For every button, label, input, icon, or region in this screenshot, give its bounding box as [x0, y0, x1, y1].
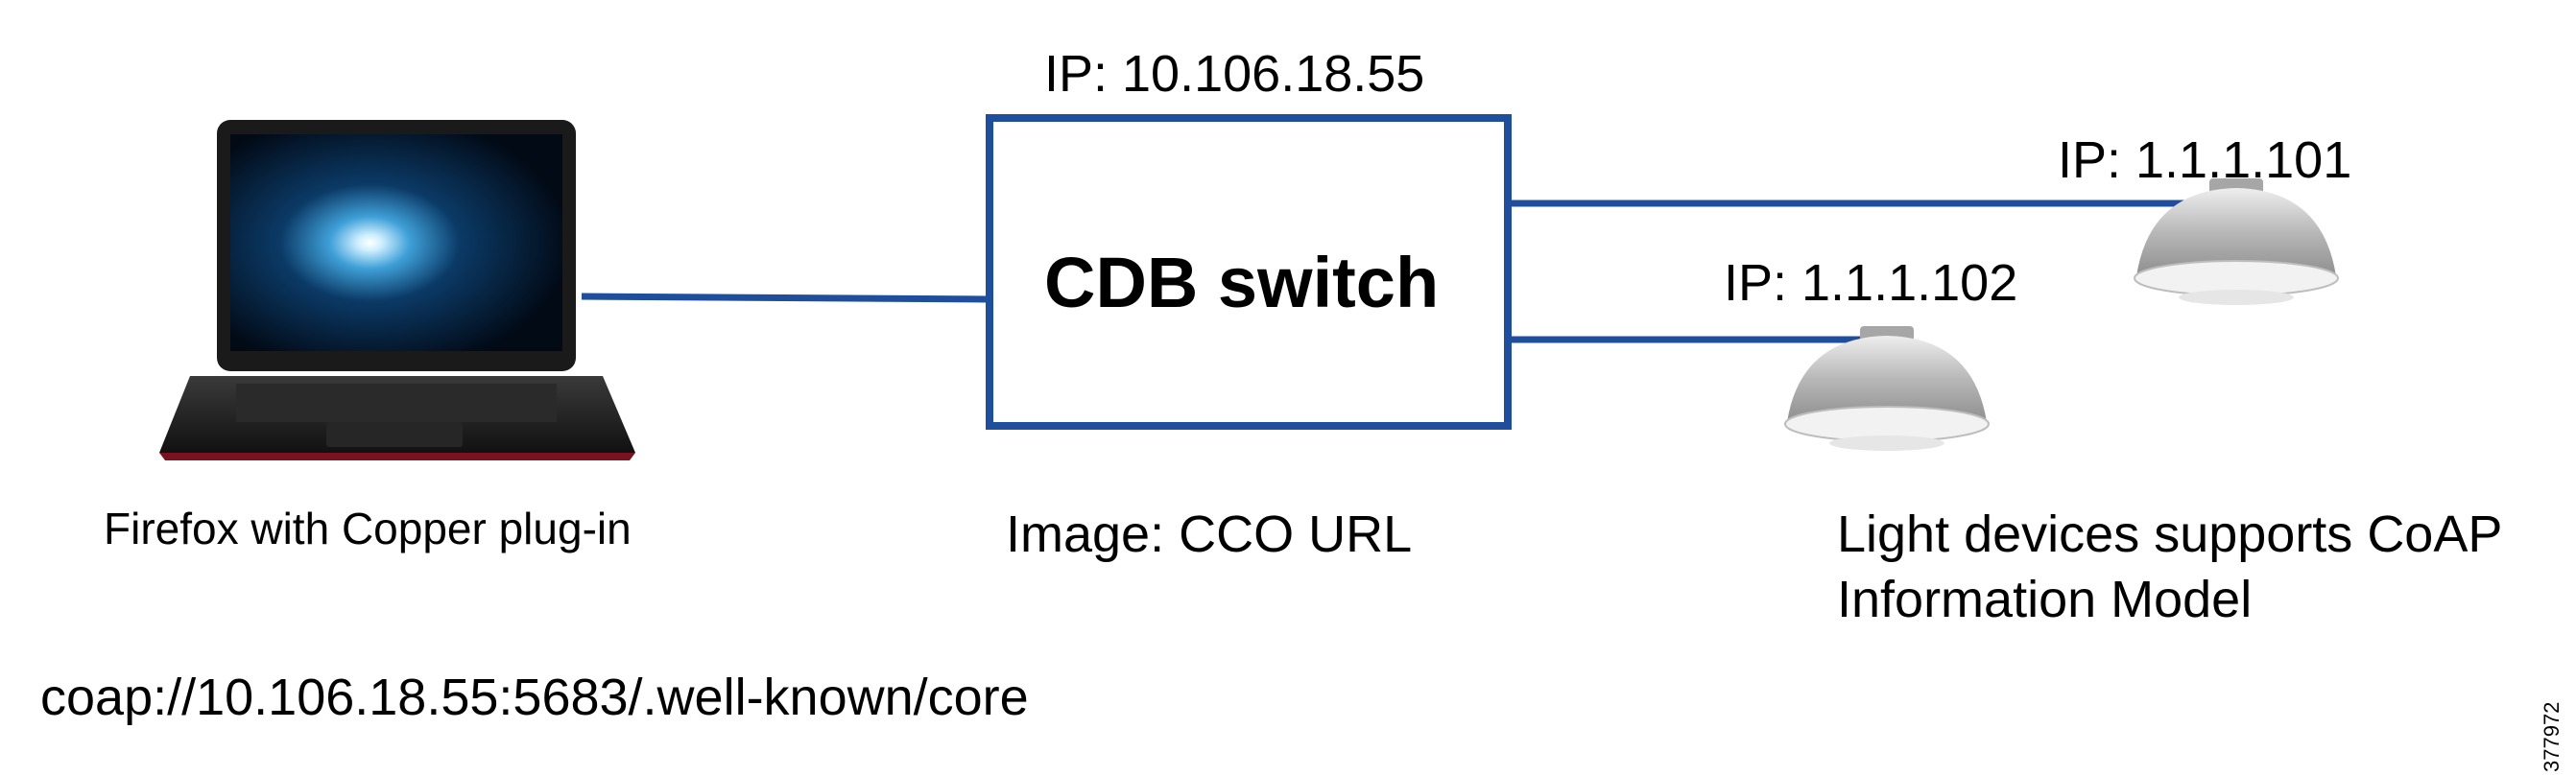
laptop-icon — [159, 120, 635, 460]
coap-url: coap://10.106.18.55:5683/.well-known/cor… — [40, 669, 1029, 726]
lights-caption-line2: Information Model — [1837, 571, 2253, 628]
lights-caption-line1: Light devices supports CoAP — [1837, 506, 2503, 563]
light-device-2-icon — [1784, 326, 1990, 451]
switch-box — [986, 114, 1512, 430]
light-1-ip-label: IP: 1.1.1.101 — [2058, 131, 2352, 189]
light-device-1-icon — [2134, 178, 2339, 305]
switch-label: CDB switch — [1044, 243, 1440, 322]
light-2-ip-label: IP: 1.1.1.102 — [1724, 254, 2018, 312]
switch-ip-label: IP: 10.106.18.55 — [1044, 45, 1425, 103]
laptop-caption: Firefox with Copper plug-in — [104, 504, 632, 553]
figure-id: 377972 — [2540, 701, 2564, 772]
switch-image-label: Image: CCO URL — [1006, 506, 1413, 563]
laptop-switch-link — [581, 293, 990, 303]
